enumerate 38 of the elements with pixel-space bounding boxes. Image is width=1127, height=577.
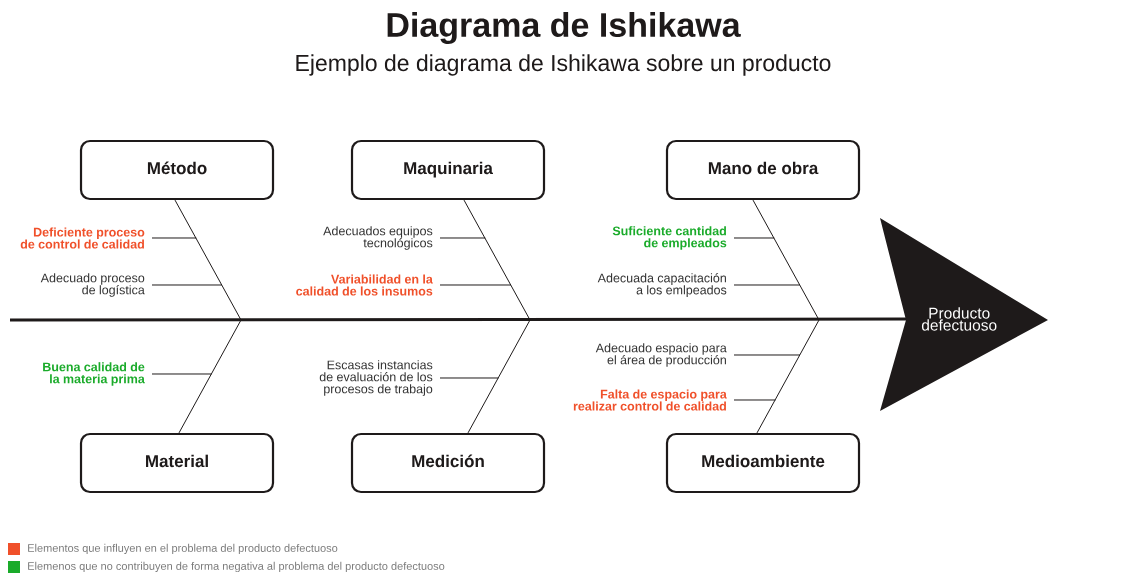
bone-line (174, 199, 242, 321)
legend-text: Elementos que influyen en el problema del producto defectuoso (28, 543, 338, 555)
leader-line (151, 284, 223, 286)
cause-text: Adecuado proceso de logística (40, 273, 145, 297)
bone-line (463, 199, 531, 321)
cause-text: Adecuados equipos tecnológicos (323, 226, 433, 250)
category-box: Medioambiente (665, 432, 861, 494)
bone-line (467, 319, 531, 434)
leader-line (439, 237, 486, 239)
subtitle: Ejemplo de diagrama de Ishikawa sobre un producto (296, 54, 831, 76)
spine-line (10, 317, 906, 322)
cause-text: Escasas instancias de evaluación de los procesos de trabajo (319, 360, 433, 396)
leader-line (733, 399, 776, 401)
category-box: Mano de obra (665, 139, 861, 201)
category-box: Medición (350, 432, 546, 494)
cause-text: Adecuado espacio para el área de producción (595, 343, 727, 367)
cause-text: Variabilidad en la calidad de los insumos (296, 274, 433, 296)
cause-text: Suficiente cantidad de empleados (612, 226, 727, 250)
cause-text: Deficiente proceso de control de calidad (20, 227, 145, 249)
leader-line (733, 284, 801, 286)
cause-text: Adecuada capacitación a los emlpeados (597, 273, 727, 297)
leader-line (439, 377, 499, 379)
leader-line (151, 373, 213, 375)
category-box: Método (79, 139, 275, 201)
cause-text: Falta de espacio para realizar control de calidad (573, 389, 727, 411)
bone-line (752, 199, 820, 321)
legend-text: Elemenos que no contribuyen de forma negativa al problema del producto defectuoso (28, 561, 445, 573)
leader-line (733, 354, 801, 356)
effect-arrowhead: Producto defectuoso (880, 218, 1048, 411)
bone-line (756, 319, 820, 434)
leader-line (439, 284, 512, 286)
category-box: Maquinaria (350, 139, 546, 201)
leader-line (733, 237, 775, 239)
category-box: Material (79, 432, 275, 494)
bone-line (178, 319, 242, 434)
cause-text: Buena calidad de la materia prima (43, 362, 145, 386)
leader-line (151, 237, 197, 239)
title: Diagrama de Ishikawa (387, 12, 741, 44)
